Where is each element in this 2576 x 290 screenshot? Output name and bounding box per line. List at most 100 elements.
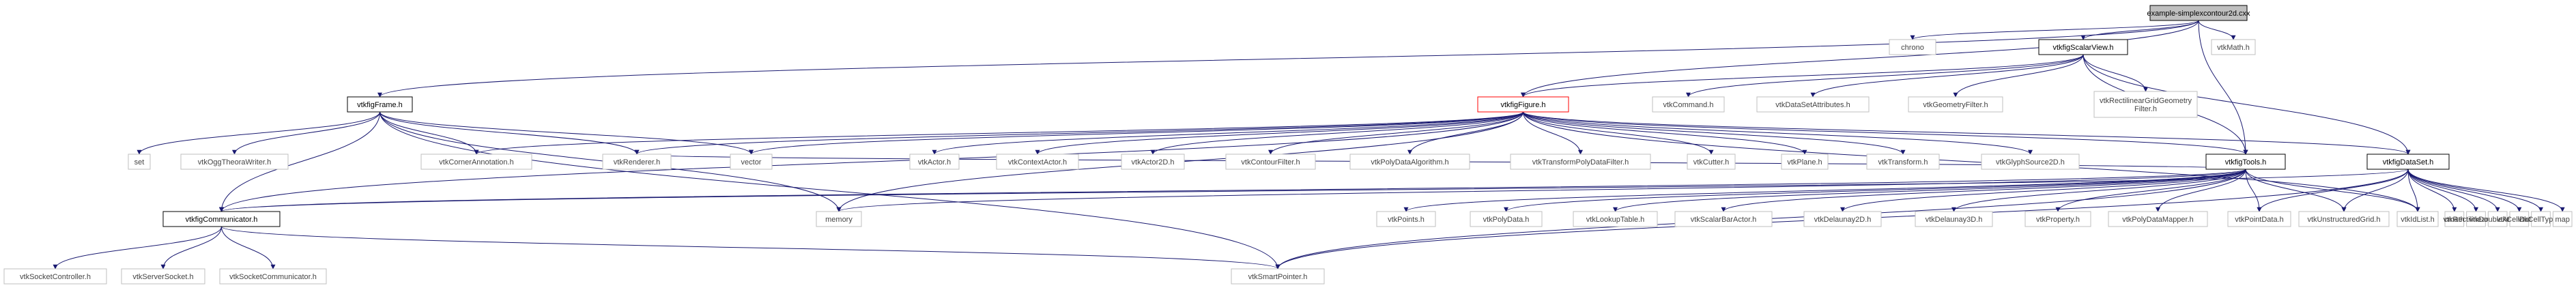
edge-tools-to-memory: [836, 169, 2246, 212]
node-polyalg[interactable]: vtkPolyDataAlgorithm.h: [1349, 154, 1470, 170]
node-servsock[interactable]: vtkServerSocket.h: [121, 268, 205, 285]
node-sockcomm[interactable]: vtkSocketCommunicator.h: [219, 268, 327, 285]
node-memory[interactable]: memory: [816, 211, 862, 227]
node-vtkmath[interactable]: vtkMath.h: [2211, 39, 2256, 55]
node-cutter[interactable]: vtkCutter.h: [1687, 154, 1736, 170]
node-transform[interactable]: vtkTransform.h: [1866, 154, 1940, 170]
node-label-polyalg: vtkPolyDataAlgorithm.h: [1371, 158, 1448, 166]
node-corner[interactable]: vtkCornerAnnotation.h: [420, 154, 532, 170]
node-label-celltype: vtkCellType.h: [2518, 216, 2563, 224]
node-box-celldata: [2509, 211, 2530, 227]
node-geomfilter[interactable]: vtkGeometryFilter.h: [1908, 96, 2003, 113]
node-label-scalarbar: vtkScalarBarActor.h: [1691, 216, 1757, 224]
node-box-chrono: [1889, 39, 1936, 55]
node-box-plane: [1781, 154, 1829, 170]
node-box-delaunay3d: [1915, 211, 1993, 227]
node-contour[interactable]: vtkContourFilter.h: [1225, 154, 1316, 170]
node-glyph[interactable]: vtkGlyphSource2D.h: [1981, 154, 2080, 170]
node-label-rectgeom: vtkRectilinearGridGeometry: [2100, 97, 2192, 105]
node-actor[interactable]: vtkActor.h: [909, 154, 960, 170]
node-box-cmath: [2444, 211, 2465, 227]
node-delaunay2d[interactable]: vtkDelaunay2D.h: [1803, 211, 1882, 227]
node-ctxactor[interactable]: vtkContextActor.h: [996, 154, 1079, 170]
node-smartptr[interactable]: vtkSmartPointer.h: [1231, 268, 1325, 285]
node-box-vtkcommand: [1652, 96, 1725, 113]
node-sockctrl[interactable]: vtkSocketController.h: [3, 268, 107, 285]
node-frame[interactable]: vtkfigFrame.h: [347, 96, 413, 113]
node-map[interactable]: map: [2552, 211, 2573, 227]
node-label-chrono: chrono: [1901, 44, 1924, 52]
node-oggwriter[interactable]: vtkOggTheoraWriter.h: [180, 154, 289, 170]
node-label-dataset: vtkfigDataSet.h: [2383, 158, 2434, 166]
edge-comm-to-smartptr: [221, 226, 1280, 270]
node-polydata[interactable]: vtkPolyData.h: [1470, 211, 1543, 227]
node-box-polyalg: [1349, 154, 1470, 170]
edge-scalarview-to-rectgeom: [2083, 54, 2148, 92]
node-label-comm: vtkfigCommunicator.h: [186, 216, 258, 224]
node-label-celldata: vtkCellData.h: [2497, 216, 2541, 224]
edge-figure-to-renderer: [634, 111, 1523, 155]
node-transpoly[interactable]: vtkTransformPolyDataFilter.h: [1510, 154, 1651, 170]
edge-figure-to-contour: [1268, 111, 1523, 155]
edge-scalarview-to-dsattr: [1810, 54, 2084, 98]
node-label-vtkmath: vtkMath.h: [2217, 44, 2250, 52]
node-scalarbar[interactable]: vtkScalarBarActor.h: [1674, 211, 1773, 227]
node-idlist[interactable]: vtkIdList.h: [2396, 211, 2439, 227]
node-scalarview[interactable]: vtkfigScalarView.h: [2038, 39, 2128, 55]
node-tools[interactable]: vtkfigTools.h: [2205, 154, 2286, 170]
node-box-points: [1376, 211, 1436, 227]
node-label-geomfilter: vtkGeometryFilter.h: [1923, 101, 1988, 109]
node-label-polydata: vtkPolyData.h: [1483, 216, 1530, 224]
edge-dataset-to-idlist: [2407, 169, 2420, 212]
node-lut[interactable]: vtkLookupTable.h: [1573, 211, 1658, 227]
node-property[interactable]: vtkProperty.h: [2024, 211, 2091, 227]
edge-tools-to-property: [2055, 169, 2246, 212]
edge-root-to-frame: [377, 20, 2199, 98]
node-plane[interactable]: vtkPlane.h: [1781, 154, 1829, 170]
edge-layer: [53, 20, 2565, 270]
node-label-smartptr: vtkSmartPointer.h: [1248, 273, 1308, 281]
node-box-rectgrid: [2466, 211, 2486, 227]
node-box-dsattr: [1756, 96, 1870, 113]
node-box-polymapper: [2108, 211, 2208, 227]
edge-tools-to-polymapper: [2156, 169, 2246, 212]
node-box-map: [2552, 211, 2573, 227]
node-dsattr[interactable]: vtkDataSetAttributes.h: [1756, 96, 1870, 113]
node-box-servsock: [121, 268, 205, 285]
edge-tools-to-comm: [219, 169, 2246, 212]
node-label-glyph: vtkGlyphSource2D.h: [1996, 158, 2065, 166]
node-figure[interactable]: vtkfigFigure.h: [1477, 96, 1569, 113]
node-box-transpoly: [1510, 154, 1651, 170]
node-comm[interactable]: vtkfigCommunicator.h: [162, 211, 281, 227]
node-celltype[interactable]: vtkCellType.h: [2518, 211, 2564, 227]
node-chrono[interactable]: chrono: [1889, 39, 1936, 55]
node-layer: example-simplexcontour2d.cxx chrono vtkfig…: [3, 5, 2573, 285]
node-label-rectgeom: Filter.h: [2134, 105, 2157, 113]
node-box-scalarbar: [1674, 211, 1773, 227]
edge-dataset-to-map: [2407, 169, 2565, 212]
node-vector[interactable]: vector: [730, 154, 773, 170]
node-box-smartptr: [1231, 268, 1325, 285]
edge-frame-to-renderer: [380, 111, 640, 155]
node-label-memory: memory: [825, 216, 853, 224]
node-dataset[interactable]: vtkfigDataSet.h: [2366, 154, 2450, 170]
node-actor2d[interactable]: vtkActor2D.h: [1121, 154, 1185, 170]
node-polymapper[interactable]: vtkPolyDataMapper.h: [2108, 211, 2208, 227]
node-points[interactable]: vtkPoints.h: [1376, 211, 1436, 227]
node-label-sockcomm: vtkSocketCommunicator.h: [229, 273, 317, 281]
node-vtkcommand[interactable]: vtkCommand.h: [1652, 96, 1725, 113]
node-label-pointdata: vtkPointData.h: [2235, 216, 2284, 224]
node-renderer[interactable]: vtkRenderer.h: [602, 154, 672, 170]
node-celldata[interactable]: vtkCellData.h: [2497, 211, 2542, 227]
node-label-frame: vtkfigFrame.h: [357, 101, 403, 109]
node-pointdata[interactable]: vtkPointData.h: [2227, 211, 2291, 227]
node-set[interactable]: set: [128, 154, 151, 170]
node-ugrid[interactable]: vtkUnstructuredGrid.h: [2298, 211, 2390, 227]
node-root[interactable]: example-simplexcontour2d.cxx: [2147, 5, 2250, 21]
node-cmath[interactable]: cmath: [2444, 211, 2465, 227]
edge-tools-to-polydata: [1504, 169, 2246, 212]
node-box-dataset: [2366, 154, 2450, 170]
edge-tools-to-ugrid: [2245, 169, 2347, 212]
node-delaunay3d[interactable]: vtkDelaunay3D.h: [1915, 211, 1993, 227]
